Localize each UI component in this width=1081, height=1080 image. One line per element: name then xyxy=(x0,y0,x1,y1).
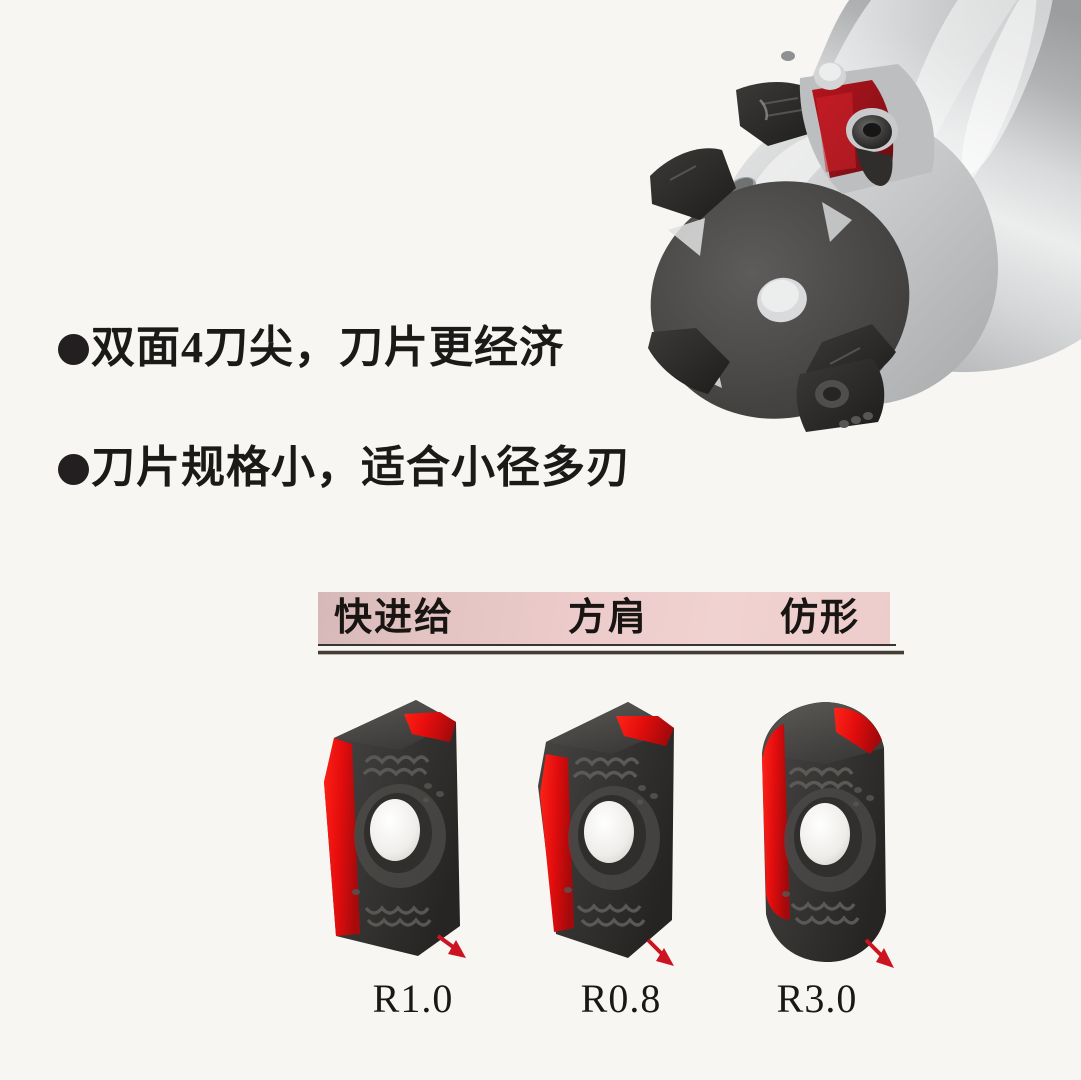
bar-rule-bottom xyxy=(318,650,904,655)
feature-text: 双面4刀尖，刀片更经济 xyxy=(91,323,564,372)
bottom-insert-pocket xyxy=(796,358,885,432)
surface-mark xyxy=(759,99,768,121)
cutter-head-collar xyxy=(711,108,999,406)
insert-mounting-hole xyxy=(584,801,634,863)
insert-pocket-with-screw xyxy=(781,51,935,194)
corner-radius-arrow-icon xyxy=(646,938,674,966)
insert-image-r08 xyxy=(516,690,726,980)
insert-image-r1 xyxy=(300,690,510,980)
filled-circle-bullet-icon xyxy=(58,333,89,365)
bar-rule-top xyxy=(318,644,896,646)
category-header: 快进给 方肩 仿形 xyxy=(318,592,904,656)
category-label-shoulder: 方肩 xyxy=(568,597,649,639)
category-bar: 快进给 方肩 仿形 xyxy=(318,592,890,644)
peripheral-inserts xyxy=(648,81,896,394)
insert-label-r1: R1.0 xyxy=(372,976,454,1021)
insert-label-r3: R3.0 xyxy=(776,976,858,1021)
feature-text: 刀片规格小，适合小径多刃 xyxy=(91,443,631,492)
category-label-profiling: 仿形 xyxy=(780,597,861,639)
feature-row: 刀片规格小，适合小径多刃 xyxy=(58,446,631,490)
corner-radius-arrow-icon xyxy=(864,938,894,968)
insert-label-r08: R0.8 xyxy=(580,976,662,1021)
feature-row: 双面4刀尖，刀片更经济 xyxy=(58,326,564,370)
cutter-shank xyxy=(755,0,1081,373)
insert-mounting-hole xyxy=(370,799,420,861)
insert-image-r3 xyxy=(728,690,938,980)
corner-radius-arrow-icon xyxy=(436,934,466,958)
center-bore xyxy=(757,277,807,323)
cutter-end-face xyxy=(650,181,910,419)
insert-mounting-hole xyxy=(800,803,850,865)
filled-circle-bullet-icon xyxy=(58,453,89,485)
milling-cutter-photo xyxy=(500,0,1081,520)
category-label-feed: 快进给 xyxy=(334,597,455,639)
coolant-hole xyxy=(727,176,757,200)
